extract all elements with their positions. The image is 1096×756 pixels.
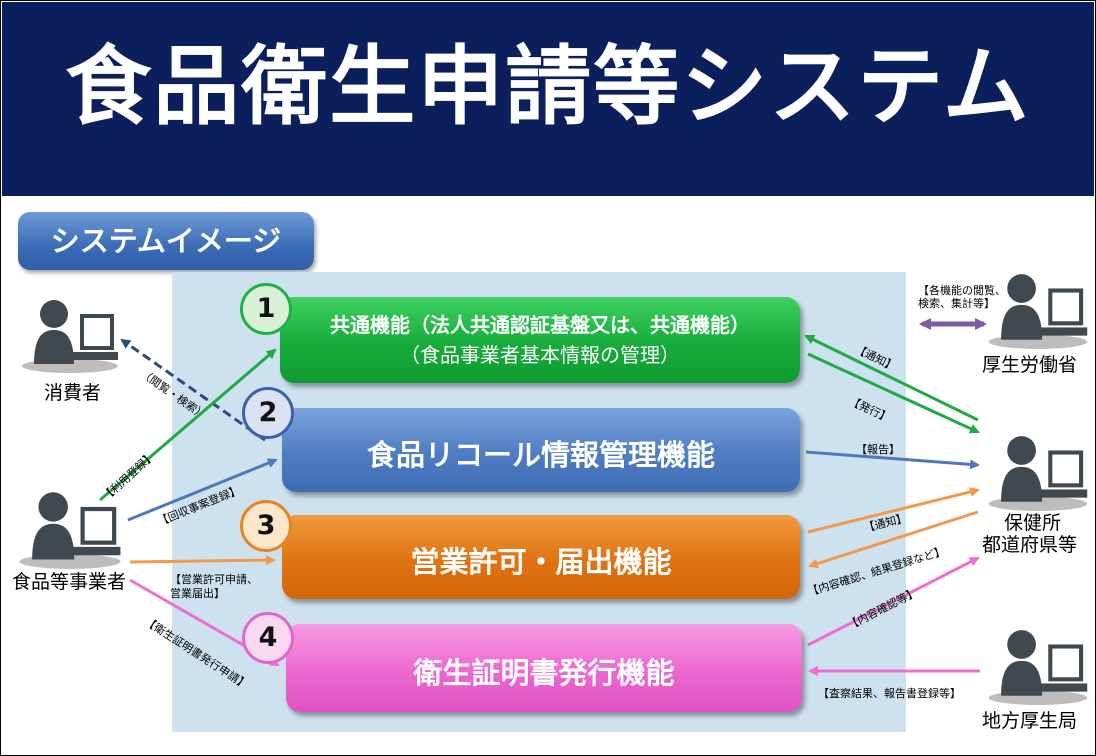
section-badge: システムイメージ: [18, 212, 314, 270]
page-title: 食品衛生申請等システム: [65, 37, 1031, 137]
arrow-permit-apply: [129, 555, 276, 566]
label-permit-apply-1: 【営業許可申請、: [170, 573, 258, 586]
arrow-report: [805, 450, 980, 470]
regional-person-icon: [988, 630, 1088, 705]
function-box-2: 食品リコール情報管理機能: [282, 408, 800, 492]
actor-health-center: 保健所: [1004, 512, 1062, 534]
arrow-issue: [807, 352, 980, 434]
function-2-label: 食品リコール情報管理機能: [366, 438, 715, 472]
function-4-label: 衛生証明書発行機能: [413, 656, 675, 690]
function-1-sublabel: （食品事業者基本情報の管理）: [400, 343, 680, 367]
function-number-3: 3: [240, 500, 292, 552]
health-center-person-icon: [988, 436, 1088, 511]
label-inspection: 【査察結果、報告書登録等】: [818, 687, 961, 700]
function-number-4: 4: [242, 612, 294, 664]
arrow-recall-register: [127, 458, 278, 522]
arrow-confirm-4: [807, 556, 980, 647]
arrow-browse: [120, 338, 266, 442]
label-mhlw-note-2: 検索、集計等】: [918, 297, 995, 310]
consumer-person-icon: [22, 300, 118, 373]
actor-prefecture: 都道府県等: [982, 534, 1078, 556]
label-mhlw-note-1: 【各機能の閲覧、: [918, 284, 1006, 297]
function-box-4: 衛生証明書発行機能: [286, 624, 802, 712]
actor-consumer: 消費者: [44, 382, 102, 404]
arrow-register-use: [99, 348, 277, 502]
label-report: 【報告】: [856, 443, 900, 456]
function-1-label: 共通機能（法人共通認証基盤又は、共通機能）: [330, 313, 750, 337]
label-permit-apply-2: 営業届出】: [170, 587, 225, 600]
arrow-confirm-result: [808, 510, 979, 569]
mhlw-person-icon: [988, 274, 1088, 349]
function-box-1: 共通機能（法人共通認証基盤又は、共通機能） （食品事業者基本情報の管理）: [280, 297, 800, 383]
arrow-notify-1: [804, 334, 979, 422]
function-box-3: 営業許可・届出機能: [282, 515, 800, 599]
function-3-label: 営業許可・届出機能: [410, 545, 672, 579]
actor-regional: 地方厚生局: [982, 710, 1078, 732]
business-person-icon: [19, 492, 121, 569]
actor-business: 食品等事業者: [12, 571, 127, 593]
function-number-1: 1: [240, 283, 292, 335]
arrow-notify-3: [807, 487, 980, 534]
actor-mhlw: 厚生労働省: [982, 354, 1078, 376]
function-number-2: 2: [242, 387, 294, 439]
header-banner: 食品衛生申請等システム: [2, 2, 1094, 196]
